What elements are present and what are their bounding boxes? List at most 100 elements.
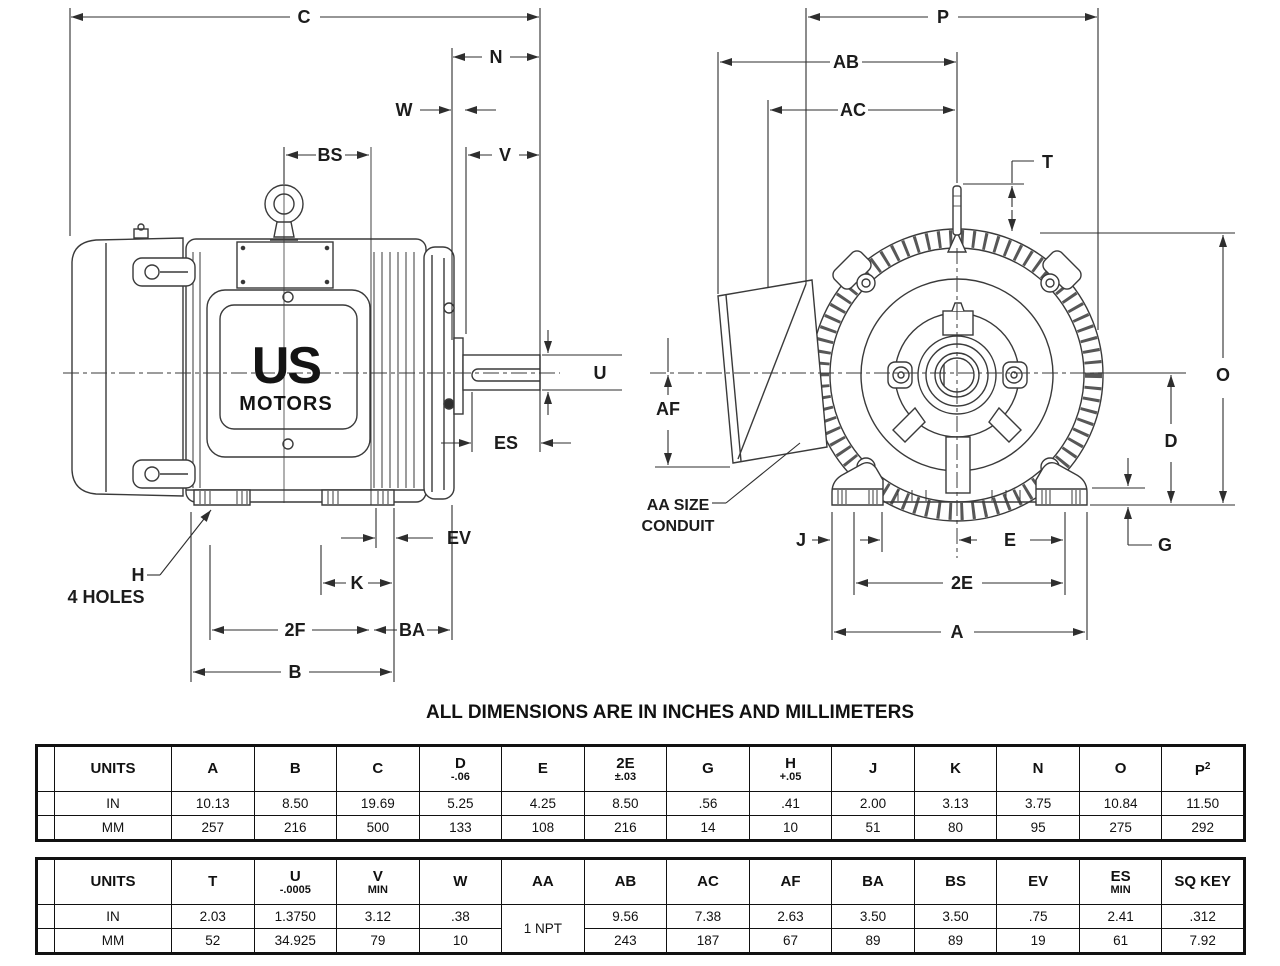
value-cell: 5.25 bbox=[418, 791, 503, 816]
spacer-cell bbox=[36, 928, 55, 954]
column-header: AF bbox=[748, 858, 833, 905]
dim-label-W: W bbox=[396, 100, 413, 120]
value-cell: 80 bbox=[913, 815, 998, 841]
value-cell: 9.56 bbox=[583, 904, 668, 929]
value-cell: 500 bbox=[336, 815, 420, 841]
column-header: 2E±.03 bbox=[583, 745, 668, 792]
value-cell: 3.50 bbox=[913, 904, 998, 929]
dim-label-ES: ES bbox=[494, 433, 518, 453]
end-view-dimensions bbox=[655, 8, 1235, 640]
column-header: BS bbox=[913, 858, 998, 905]
value-cell: 1 NPT bbox=[501, 904, 585, 954]
value-cell: 10.84 bbox=[1078, 791, 1163, 816]
column-header: N bbox=[996, 745, 1080, 792]
label-conduit: CONDUIT bbox=[642, 518, 715, 535]
value-cell: 3.75 bbox=[996, 791, 1080, 816]
value-cell: 8.50 bbox=[583, 791, 668, 816]
value-cell: 52 bbox=[171, 928, 255, 954]
value-cell: 2.41 bbox=[1078, 904, 1163, 929]
value-cell: 3.12 bbox=[336, 904, 420, 929]
value-cell: 51 bbox=[831, 815, 915, 841]
column-header: AA bbox=[501, 858, 585, 905]
value-cell: 34.925 bbox=[253, 928, 338, 954]
dim-label-D: D bbox=[1165, 431, 1178, 451]
column-header: EV bbox=[996, 858, 1080, 905]
dim-label-O: O bbox=[1216, 365, 1230, 385]
column-header: G bbox=[666, 745, 750, 792]
value-cell: .56 bbox=[666, 791, 750, 816]
dim-label-E: E bbox=[1004, 530, 1016, 550]
dim-label-BS: BS bbox=[317, 145, 342, 165]
dim-label-U: U bbox=[594, 363, 607, 383]
engineering-drawing: US MOTORS bbox=[63, 7, 1235, 682]
column-header: UNITS bbox=[54, 745, 172, 792]
value-cell: 7.38 bbox=[666, 904, 750, 929]
column-header: E bbox=[501, 745, 585, 792]
dim-label-AF: AF bbox=[656, 399, 680, 419]
column-header: P2 bbox=[1161, 745, 1245, 792]
spacer-cell bbox=[36, 745, 55, 792]
column-header: H+.05 bbox=[748, 745, 833, 792]
spacer-cell bbox=[36, 791, 55, 816]
column-header: A bbox=[171, 745, 255, 792]
value-cell: 19.69 bbox=[336, 791, 420, 816]
value-cell: 67 bbox=[748, 928, 833, 954]
dim-label-K: K bbox=[351, 573, 364, 593]
column-header: T bbox=[171, 858, 255, 905]
value-cell: 187 bbox=[666, 928, 750, 954]
value-cell: 3.13 bbox=[913, 791, 998, 816]
column-header: SQ KEY bbox=[1161, 858, 1245, 905]
column-header: O bbox=[1078, 745, 1163, 792]
brand-name-sub: MOTORS bbox=[239, 393, 332, 415]
value-cell: 89 bbox=[913, 928, 998, 954]
column-header: AB bbox=[583, 858, 668, 905]
value-cell: MM bbox=[54, 928, 172, 954]
dim-label-T: T bbox=[1042, 152, 1053, 172]
dim-label-AC: AC bbox=[840, 100, 866, 120]
column-header: BA bbox=[831, 858, 915, 905]
value-cell: 2.00 bbox=[831, 791, 915, 816]
end-view bbox=[650, 185, 1186, 558]
value-cell: 10 bbox=[418, 928, 503, 954]
side-view bbox=[63, 184, 560, 506]
value-cell: 10.13 bbox=[171, 791, 255, 816]
column-header: J bbox=[831, 745, 915, 792]
value-cell: 11.50 bbox=[1161, 791, 1245, 816]
value-cell: 108 bbox=[501, 815, 585, 841]
dim-label-C: C bbox=[298, 7, 311, 27]
column-header: K bbox=[913, 745, 998, 792]
value-cell: 1.3750 bbox=[253, 904, 338, 929]
value-cell: 2.03 bbox=[171, 904, 255, 929]
column-header: AC bbox=[666, 858, 750, 905]
dim-label-EV: EV bbox=[447, 528, 471, 548]
dim-label-AB: AB bbox=[833, 52, 859, 72]
column-header: C bbox=[336, 745, 420, 792]
value-cell: 257 bbox=[171, 815, 255, 841]
column-header: B bbox=[253, 745, 338, 792]
value-cell: .41 bbox=[748, 791, 833, 816]
value-cell: 243 bbox=[583, 928, 668, 954]
value-cell: 10 bbox=[748, 815, 833, 841]
value-cell: .75 bbox=[996, 904, 1080, 929]
value-cell: 8.50 bbox=[253, 791, 338, 816]
value-cell: 79 bbox=[336, 928, 420, 954]
label-aa-size: AA SIZE bbox=[647, 497, 710, 514]
dim-label-H: H bbox=[132, 565, 145, 585]
value-cell: 89 bbox=[831, 928, 915, 954]
dim-label-N: N bbox=[490, 47, 503, 67]
dim-label-P: P bbox=[937, 7, 949, 27]
column-header: D-.06 bbox=[418, 745, 503, 792]
value-cell: MM bbox=[54, 815, 172, 841]
value-cell: 216 bbox=[253, 815, 338, 841]
dim-label-A: A bbox=[951, 622, 964, 642]
dim-label-4holes: 4 HOLES bbox=[67, 587, 144, 607]
value-cell: 133 bbox=[418, 815, 503, 841]
